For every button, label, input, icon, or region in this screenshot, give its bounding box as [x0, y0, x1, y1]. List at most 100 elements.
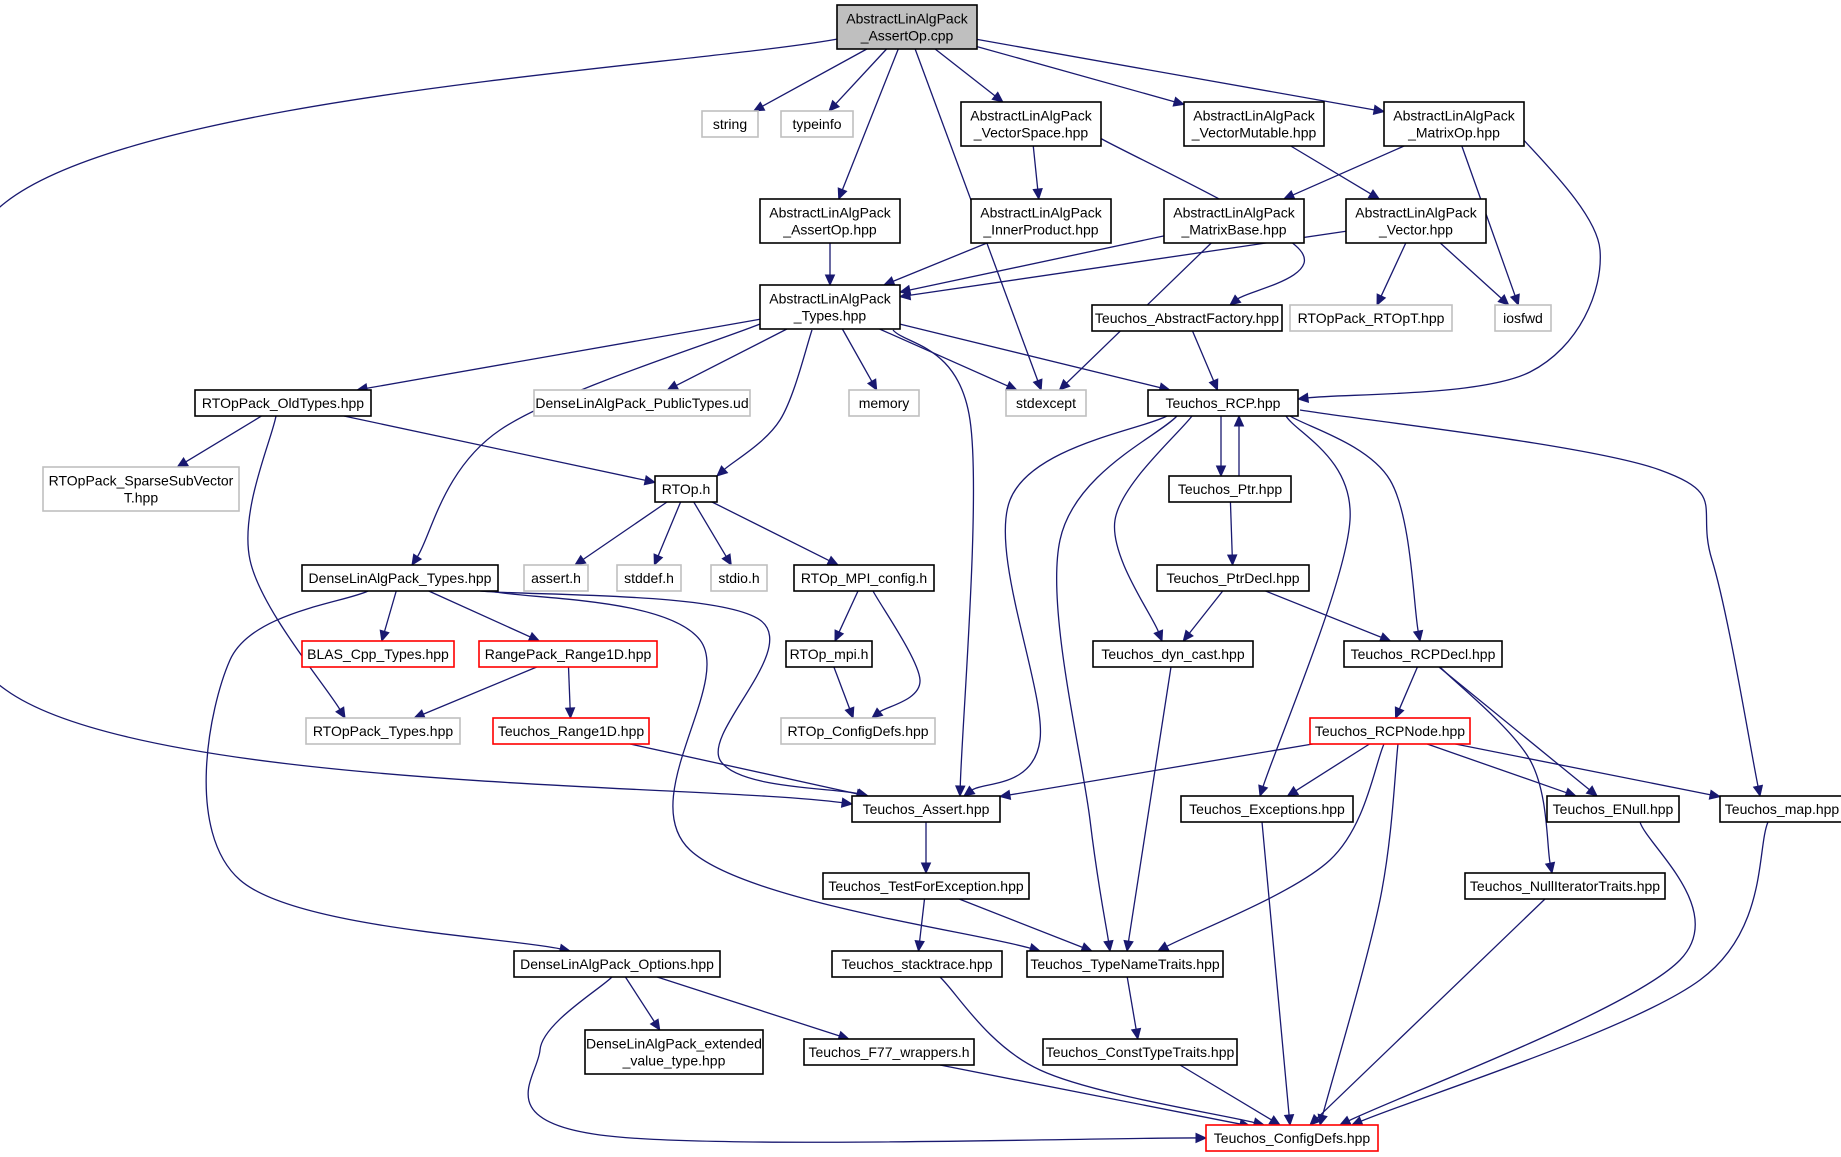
edge-matrixbase_hpp-to-types_hpp [898, 235, 1165, 296]
node-teuchos-range1d-hpp[interactable]: Teuchos_Range1D.hpp [492, 717, 650, 745]
edge-teuchos_testforexception_hpp-to-teuchos_stacktrace_hpp [914, 898, 926, 953]
edge-rangepack_range1d_hpp-to-rtoppack_types_hpp [413, 666, 538, 719]
edge-line [1321, 743, 1399, 1116]
node-string[interactable]: string [701, 110, 759, 138]
node-teuchos-dyn-cast-hpp[interactable]: Teuchos_dyn_cast.hpp [1092, 640, 1254, 668]
node-dense-publictypes-ud[interactable]: DenseLinAlgPack_PublicTypes.ud [533, 389, 751, 417]
node-stddef-h[interactable]: stddef.h [616, 564, 682, 592]
node-teuchos-rcp-hpp[interactable]: Teuchos_RCP.hpp [1147, 389, 1299, 417]
node-dense-extended-value-type-hpp[interactable]: DenseLinAlgPack_extended_value_type.hpp [584, 1029, 764, 1075]
node-teuchos-testforexception-hpp[interactable]: Teuchos_TestForException.hpp [822, 872, 1030, 900]
node-label: RTOpPack_OldTypes.hpp [202, 395, 364, 411]
node-rtop-configdefs-hpp[interactable]: RTOp_ConfigDefs.hpp [780, 717, 936, 745]
edge-line [1126, 976, 1137, 1030]
edge-types_hpp-to-dense_publictypes_ud [666, 328, 788, 391]
node-types-hpp[interactable]: AbstractLinAlgPack_Types.hpp [759, 284, 901, 330]
node-rangepack-range1d-hpp[interactable]: RangePack_Range1D.hpp [478, 640, 658, 668]
arrowhead [1172, 96, 1186, 107]
edge-dense_options_hpp-to-teuchos_f77_wrappers_h [656, 976, 850, 1041]
node-teuchos-configdefs-hpp[interactable]: Teuchos_ConfigDefs.hpp [1205, 1124, 1379, 1152]
node-label: _InnerProduct.hpp [982, 222, 1098, 238]
node-stdexcept[interactable]: stdexcept [1005, 389, 1087, 417]
edge-assertop_cpp-to-typeinfo [828, 48, 888, 112]
edge-line [1265, 590, 1382, 638]
node-assertop-cpp[interactable]: AbstractLinAlgPack_AssertOp.cpp [836, 4, 978, 50]
node-box [822, 872, 1030, 900]
node-rtop-h[interactable]: RTOp.h [654, 475, 718, 503]
node-rtoppack-oldtypes-hpp[interactable]: RTOpPack_OldTypes.hpp [194, 389, 372, 417]
edge-line [1055, 415, 1178, 942]
edge-teuchos_rcpnode_hpp-to-teuchos_map_hpp [1455, 743, 1722, 800]
node-teuchos-exceptions-hpp[interactable]: Teuchos_Exceptions.hpp [1180, 795, 1354, 823]
node-vectormutable-hpp[interactable]: AbstractLinAlgPack_VectorMutable.hpp [1183, 101, 1325, 147]
edge-line [958, 898, 1083, 948]
node-teuchos-f77-wrappers-h[interactable]: Teuchos_F77_wrappers.h [803, 1038, 975, 1066]
node-rtop-mpi-config-h[interactable]: RTOp_MPI_config.h [793, 564, 935, 592]
edge-line [489, 590, 1031, 949]
node-rtoppack-types-hpp[interactable]: RTOpPack_Types.hpp [305, 717, 461, 745]
node-teuchos-nulliteratortraits-hpp[interactable]: Teuchos_NullIteratorTraits.hpp [1464, 872, 1666, 900]
node-label: Teuchos_stacktrace.hpp [842, 956, 993, 972]
edge-line [724, 329, 813, 470]
arrowhead [1103, 939, 1114, 953]
edge-assertop_cpp-to-matrixop_hpp [976, 38, 1386, 115]
node-stdio-h[interactable]: stdio.h [710, 564, 768, 592]
edge-vector_hpp-to-iosfwd [1439, 242, 1510, 306]
node-box [759, 198, 901, 244]
arrowhead [379, 629, 390, 643]
node-teuchos-stacktrace-hpp[interactable]: Teuchos_stacktrace.hpp [831, 950, 1003, 978]
node-teuchos-typenametraits-hpp[interactable]: Teuchos_TypeNameTraits.hpp [1026, 950, 1224, 978]
node-rtoppack-rtopt-hpp[interactable]: RTOpPack_RTOpT.hpp [1289, 304, 1453, 332]
node-label: _AssertOp.hpp [782, 222, 877, 238]
node-teuchos-ptrdecl-hpp[interactable]: Teuchos_PtrDecl.hpp [1156, 564, 1310, 592]
node-box [780, 110, 854, 138]
node-box [1091, 304, 1283, 332]
arrowhead [955, 785, 966, 798]
node-teuchos-rcpdecl-hpp[interactable]: Teuchos_RCPDecl.hpp [1343, 640, 1503, 668]
node-vectorspace-hpp[interactable]: AbstractLinAlgPack_VectorSpace.hpp [960, 101, 1102, 147]
node-rtop-mpi-h[interactable]: RTOp_mpi.h [785, 640, 873, 668]
node-label: _value_type.hpp [622, 1053, 726, 1069]
node-label: Teuchos_RCPDecl.hpp [1351, 646, 1496, 662]
node-label: AbstractLinAlgPack [846, 11, 968, 27]
node-teuchos-enull-hpp[interactable]: Teuchos_ENull.hpp [1546, 795, 1680, 823]
node-matrixop-hpp[interactable]: AbstractLinAlgPack_MatrixOp.hpp [1383, 101, 1525, 147]
node-assert-h[interactable]: assert.h [523, 564, 589, 592]
node-label: memory [859, 395, 910, 411]
edge-types_hpp-to-memory [841, 328, 878, 392]
node-label: stdexcept [1016, 395, 1076, 411]
node-box [616, 564, 682, 592]
node-box [701, 110, 759, 138]
node-teuchos-ptr-hpp[interactable]: Teuchos_Ptr.hpp [1168, 475, 1292, 503]
node-iosfwd[interactable]: iosfwd [1494, 304, 1552, 332]
edge-teuchos_rcp_hpp-to-teuchos_assert_hpp [963, 415, 1168, 797]
arrowhead [840, 797, 854, 808]
node-abstractfactory-hpp[interactable]: Teuchos_AbstractFactory.hpp [1091, 304, 1283, 332]
edge-rtop_h-to-assert_h [573, 501, 668, 566]
node-dense-types-hpp[interactable]: DenseLinAlgPack_Types.hpp [301, 564, 499, 592]
edge-line [1097, 136, 1305, 300]
node-teuchos-consttypetraits-hpp[interactable]: Teuchos_ConstTypeTraits.hpp [1042, 1038, 1238, 1066]
node-blas-cpp-types-hpp[interactable]: BLAS_Cpp_Types.hpp [301, 640, 455, 668]
edge-line [934, 48, 996, 97]
edge-line [693, 501, 727, 557]
node-matrixbase-hpp[interactable]: AbstractLinAlgPack_MatrixBase.hpp [1163, 198, 1305, 244]
node-memory[interactable]: memory [848, 389, 920, 417]
node-assertop-hpp[interactable]: AbstractLinAlgPack_AssertOp.hpp [759, 198, 901, 244]
node-dense-options-hpp[interactable]: DenseLinAlgPack_Options.hpp [513, 950, 721, 978]
arrowhead [1394, 706, 1405, 720]
node-teuchos-assert-hpp[interactable]: Teuchos_Assert.hpp [851, 795, 1001, 823]
node-typeinfo[interactable]: typeinfo [780, 110, 854, 138]
edge-line [1127, 666, 1172, 942]
node-innerproduct-hpp[interactable]: AbstractLinAlgPack_InnerProduct.hpp [970, 198, 1112, 244]
node-teuchos-map-hpp[interactable]: Teuchos_map.hpp [1719, 795, 1841, 823]
edge-line [527, 976, 1197, 1143]
node-teuchos-rcpnode-hpp[interactable]: Teuchos_RCPNode.hpp [1309, 717, 1471, 745]
node-label: Teuchos_Exceptions.hpp [1189, 801, 1345, 817]
node-vector-hpp[interactable]: AbstractLinAlgPack_Vector.hpp [1345, 198, 1487, 244]
arrowhead [1032, 378, 1043, 392]
arrowhead [1130, 1027, 1142, 1041]
edge-types_hpp-to-teuchos_assert_hpp [892, 329, 975, 798]
